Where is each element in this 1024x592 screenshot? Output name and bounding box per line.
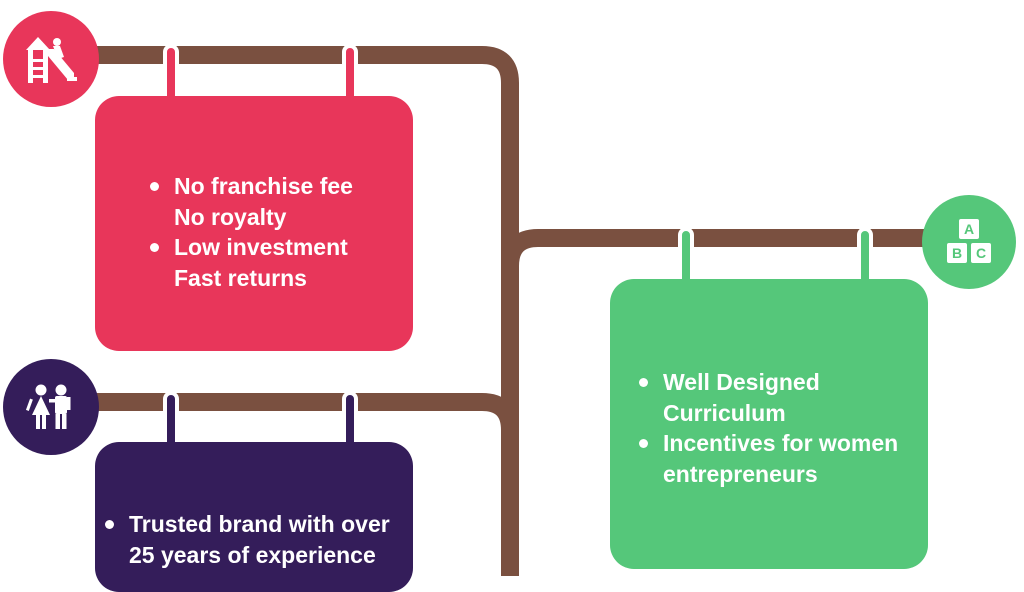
block-letter-a: A — [964, 221, 974, 237]
bullet-text: Fast returns — [174, 264, 307, 291]
bullet-dot — [639, 378, 648, 387]
track-middle-branch — [501, 229, 930, 267]
bullet-text: No franchise fee — [174, 173, 353, 199]
bullet-item: Well Designed Curriculum — [639, 367, 928, 428]
card-franchise-benefits: No franchise fee No royalty Low investme… — [95, 96, 413, 351]
block-letter-b: B — [952, 245, 962, 261]
bullet-text: No royalty — [174, 203, 287, 230]
bullet-dot — [150, 182, 159, 191]
bullet-text: Low investment — [174, 234, 348, 260]
track-top-branch — [90, 46, 519, 576]
bullet-text: 25 years of experience — [129, 541, 376, 568]
card-curriculum-bullets: Well Designed Curriculum Incentives for … — [639, 367, 928, 489]
connector-tracks — [90, 44, 930, 576]
bullet-text: Incentives for women — [663, 430, 899, 456]
track-lines — [90, 46, 930, 576]
bullet-item: No franchise fee No royalty — [150, 171, 413, 232]
playground-slide-icon — [26, 37, 77, 83]
children-icon — [25, 384, 71, 429]
playground-badge — [3, 11, 99, 107]
block-letter-c: C — [976, 245, 986, 261]
bullet-text: entrepreneurs — [663, 460, 818, 487]
bullet-item: Incentives for women entrepreneurs — [639, 428, 928, 489]
bullet-dot — [150, 243, 159, 252]
bullet-text: Well Designed — [663, 369, 820, 395]
bullet-dot — [105, 520, 114, 529]
abc-blocks-icon: A B C — [947, 219, 991, 263]
card-brand-bullets: Trusted brand with over 25 years of expe… — [105, 509, 413, 570]
abc-blocks-badge: A B C — [922, 195, 1016, 289]
bullet-item: Low investment Fast returns — [150, 232, 413, 293]
bullet-text: Trusted brand with over — [129, 511, 390, 537]
bullet-dot — [639, 439, 648, 448]
card-curriculum-benefits: Well Designed Curriculum Incentives for … — [610, 279, 928, 569]
card-franchise-bullets: No franchise fee No royalty Low investme… — [150, 171, 413, 293]
children-badge — [3, 359, 99, 455]
bullet-text: Curriculum — [663, 399, 786, 426]
card-brand-benefits: Trusted brand with over 25 years of expe… — [95, 442, 413, 592]
bullet-item: Trusted brand with over 25 years of expe… — [105, 509, 413, 570]
infographic-stage: No franchise fee No royalty Low investme… — [3, 11, 1016, 592]
track-lower-branch — [90, 393, 519, 576]
